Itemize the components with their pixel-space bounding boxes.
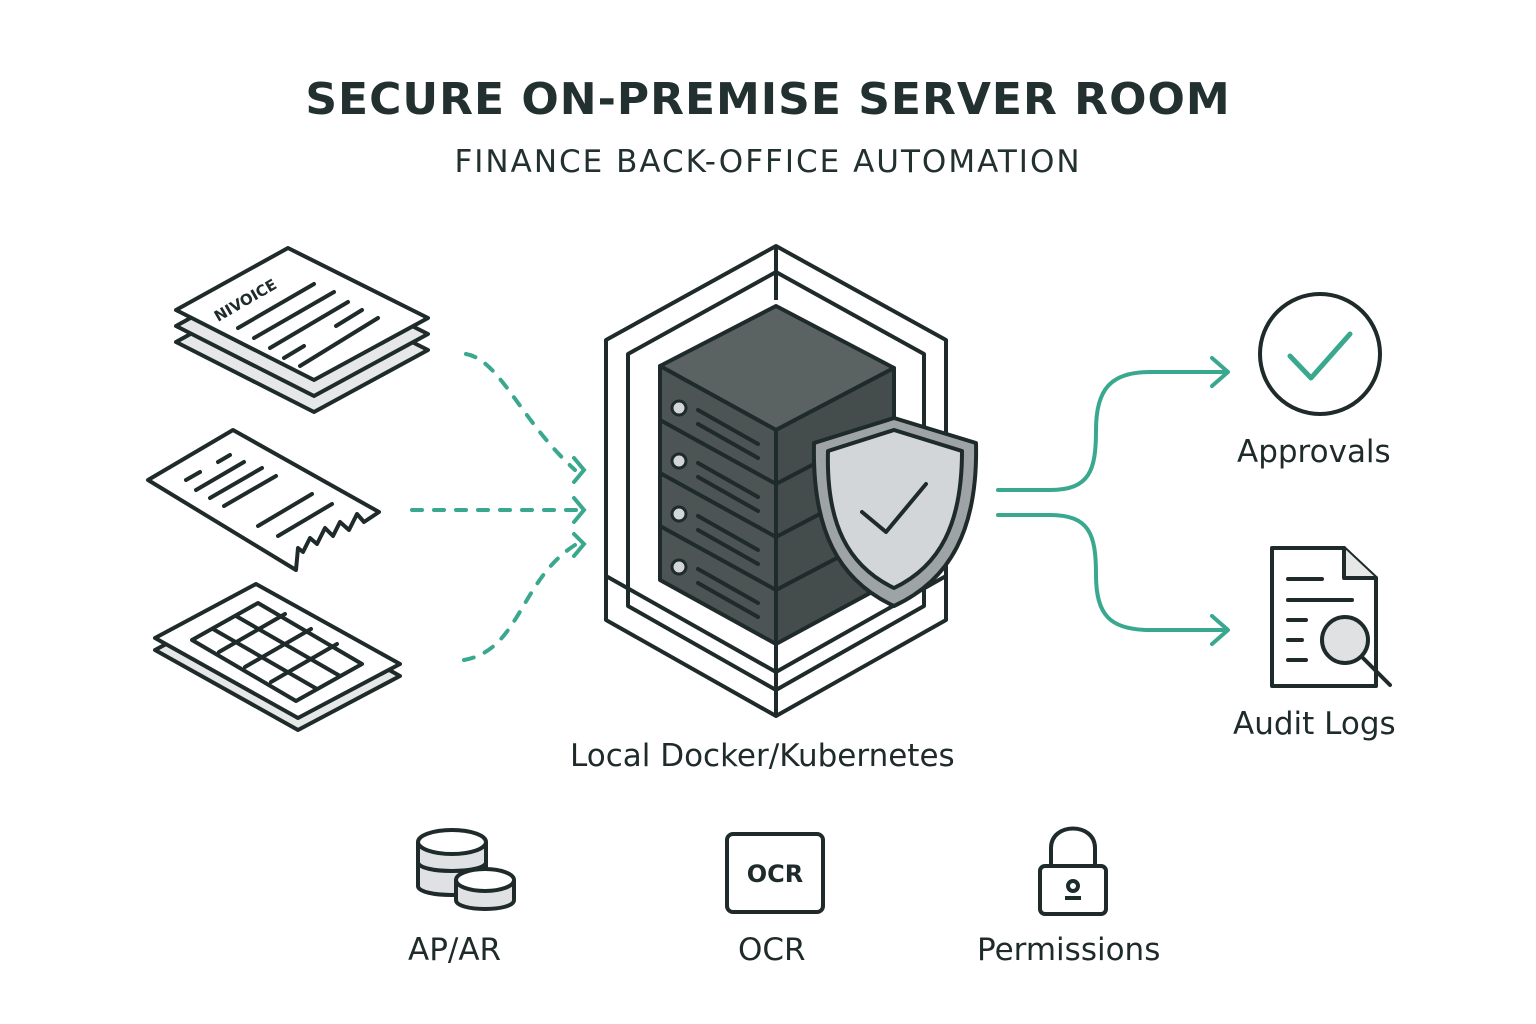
secure-server-icon — [604, 244, 979, 718]
ocr-badge-text: OCR — [747, 860, 804, 888]
feature-label-permissions: Permissions — [977, 932, 1161, 968]
output-flow-arrows — [996, 356, 1230, 646]
feature-label-ocr: OCR — [738, 932, 806, 968]
check-circle-icon — [1258, 292, 1382, 416]
ocr-icon: OCR — [725, 832, 825, 914]
spreadsheet-icon — [153, 582, 402, 732]
center-label: Local Docker/Kubernetes — [570, 738, 955, 774]
document-search-icon — [1270, 546, 1392, 688]
receipt-icon — [146, 428, 381, 572]
input-flow-arrows — [410, 352, 587, 662]
lock-icon — [1038, 826, 1108, 916]
page-subtitle: FINANCE BACK-OFFICE AUTOMATION — [454, 144, 1082, 180]
database-icon — [416, 828, 516, 911]
page-title: SECURE ON-PREMISE SERVER ROOM — [305, 74, 1231, 125]
feature-label-ap-ar: AP/AR — [408, 932, 502, 968]
output-label-audit-logs: Audit Logs — [1233, 706, 1396, 742]
output-label-approvals: Approvals — [1237, 434, 1391, 470]
invoice-stack-icon: NIVOICE — [174, 246, 430, 414]
